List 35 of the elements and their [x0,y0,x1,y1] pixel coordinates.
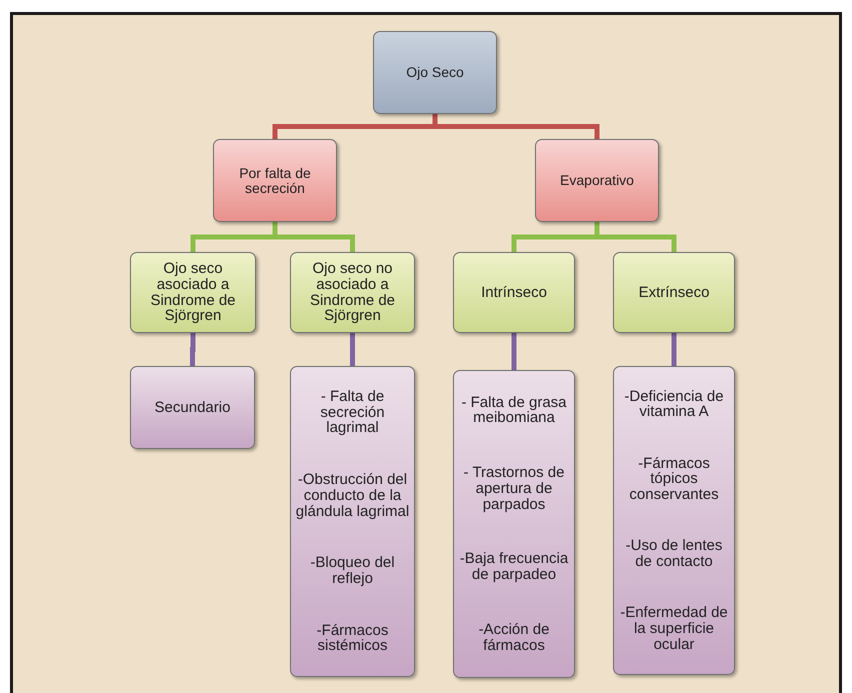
category-box [535,139,659,222]
node-text: Extrínseco [638,284,710,300]
node-text: -Fármacos sistémicos [316,622,390,654]
node-text: -Deficiencia de vitamina A [623,388,725,420]
detail-box [453,370,575,678]
node-text: Ojo seco no asociado a Sindrome de Sjörgren [308,261,396,324]
node-text: - Trastornos de apertura de parpados [462,465,566,512]
node-text: -Baja frecuencia de parpadeo [458,551,570,583]
subcategory-box [613,252,735,333]
node-text: Por falta de secreción [238,166,312,196]
node-text: Intrínseco [481,284,547,300]
connector-line [190,333,196,366]
node-text: -Acción de fármacos [478,622,550,654]
top-box [373,31,497,114]
subcategory-box [130,252,256,333]
node-text: -Enfermedad de la superficie ocular [619,605,729,652]
subcategory-box [290,252,415,333]
detail-box [130,366,255,449]
node-text: -Obstrucción del conducto de la glándula lagrimal [295,472,410,520]
connector-line [672,333,676,366]
node-text: -Bloqueo del reflejo [309,555,396,587]
node-text: Evaporativo [560,173,634,188]
category-box [213,139,337,222]
node-text: Ojo seco asociado a Sindrome de Sjörgren [149,261,237,324]
node-text: -Fármacos tópicos conservantes [628,456,720,503]
subcategory-box [453,252,575,333]
connector-line [512,333,516,370]
detail-box [613,366,735,675]
node-text: Secundario [154,400,230,416]
node-text: - Falta de grasa meibomiana [460,394,568,426]
detail-box [290,366,415,677]
connector-line [350,333,355,366]
node-text: Ojo Seco [406,65,464,80]
node-text: - Falta de secreción lagrimal [319,388,386,436]
node-text: -Uso de lentes de contacto [624,538,724,570]
